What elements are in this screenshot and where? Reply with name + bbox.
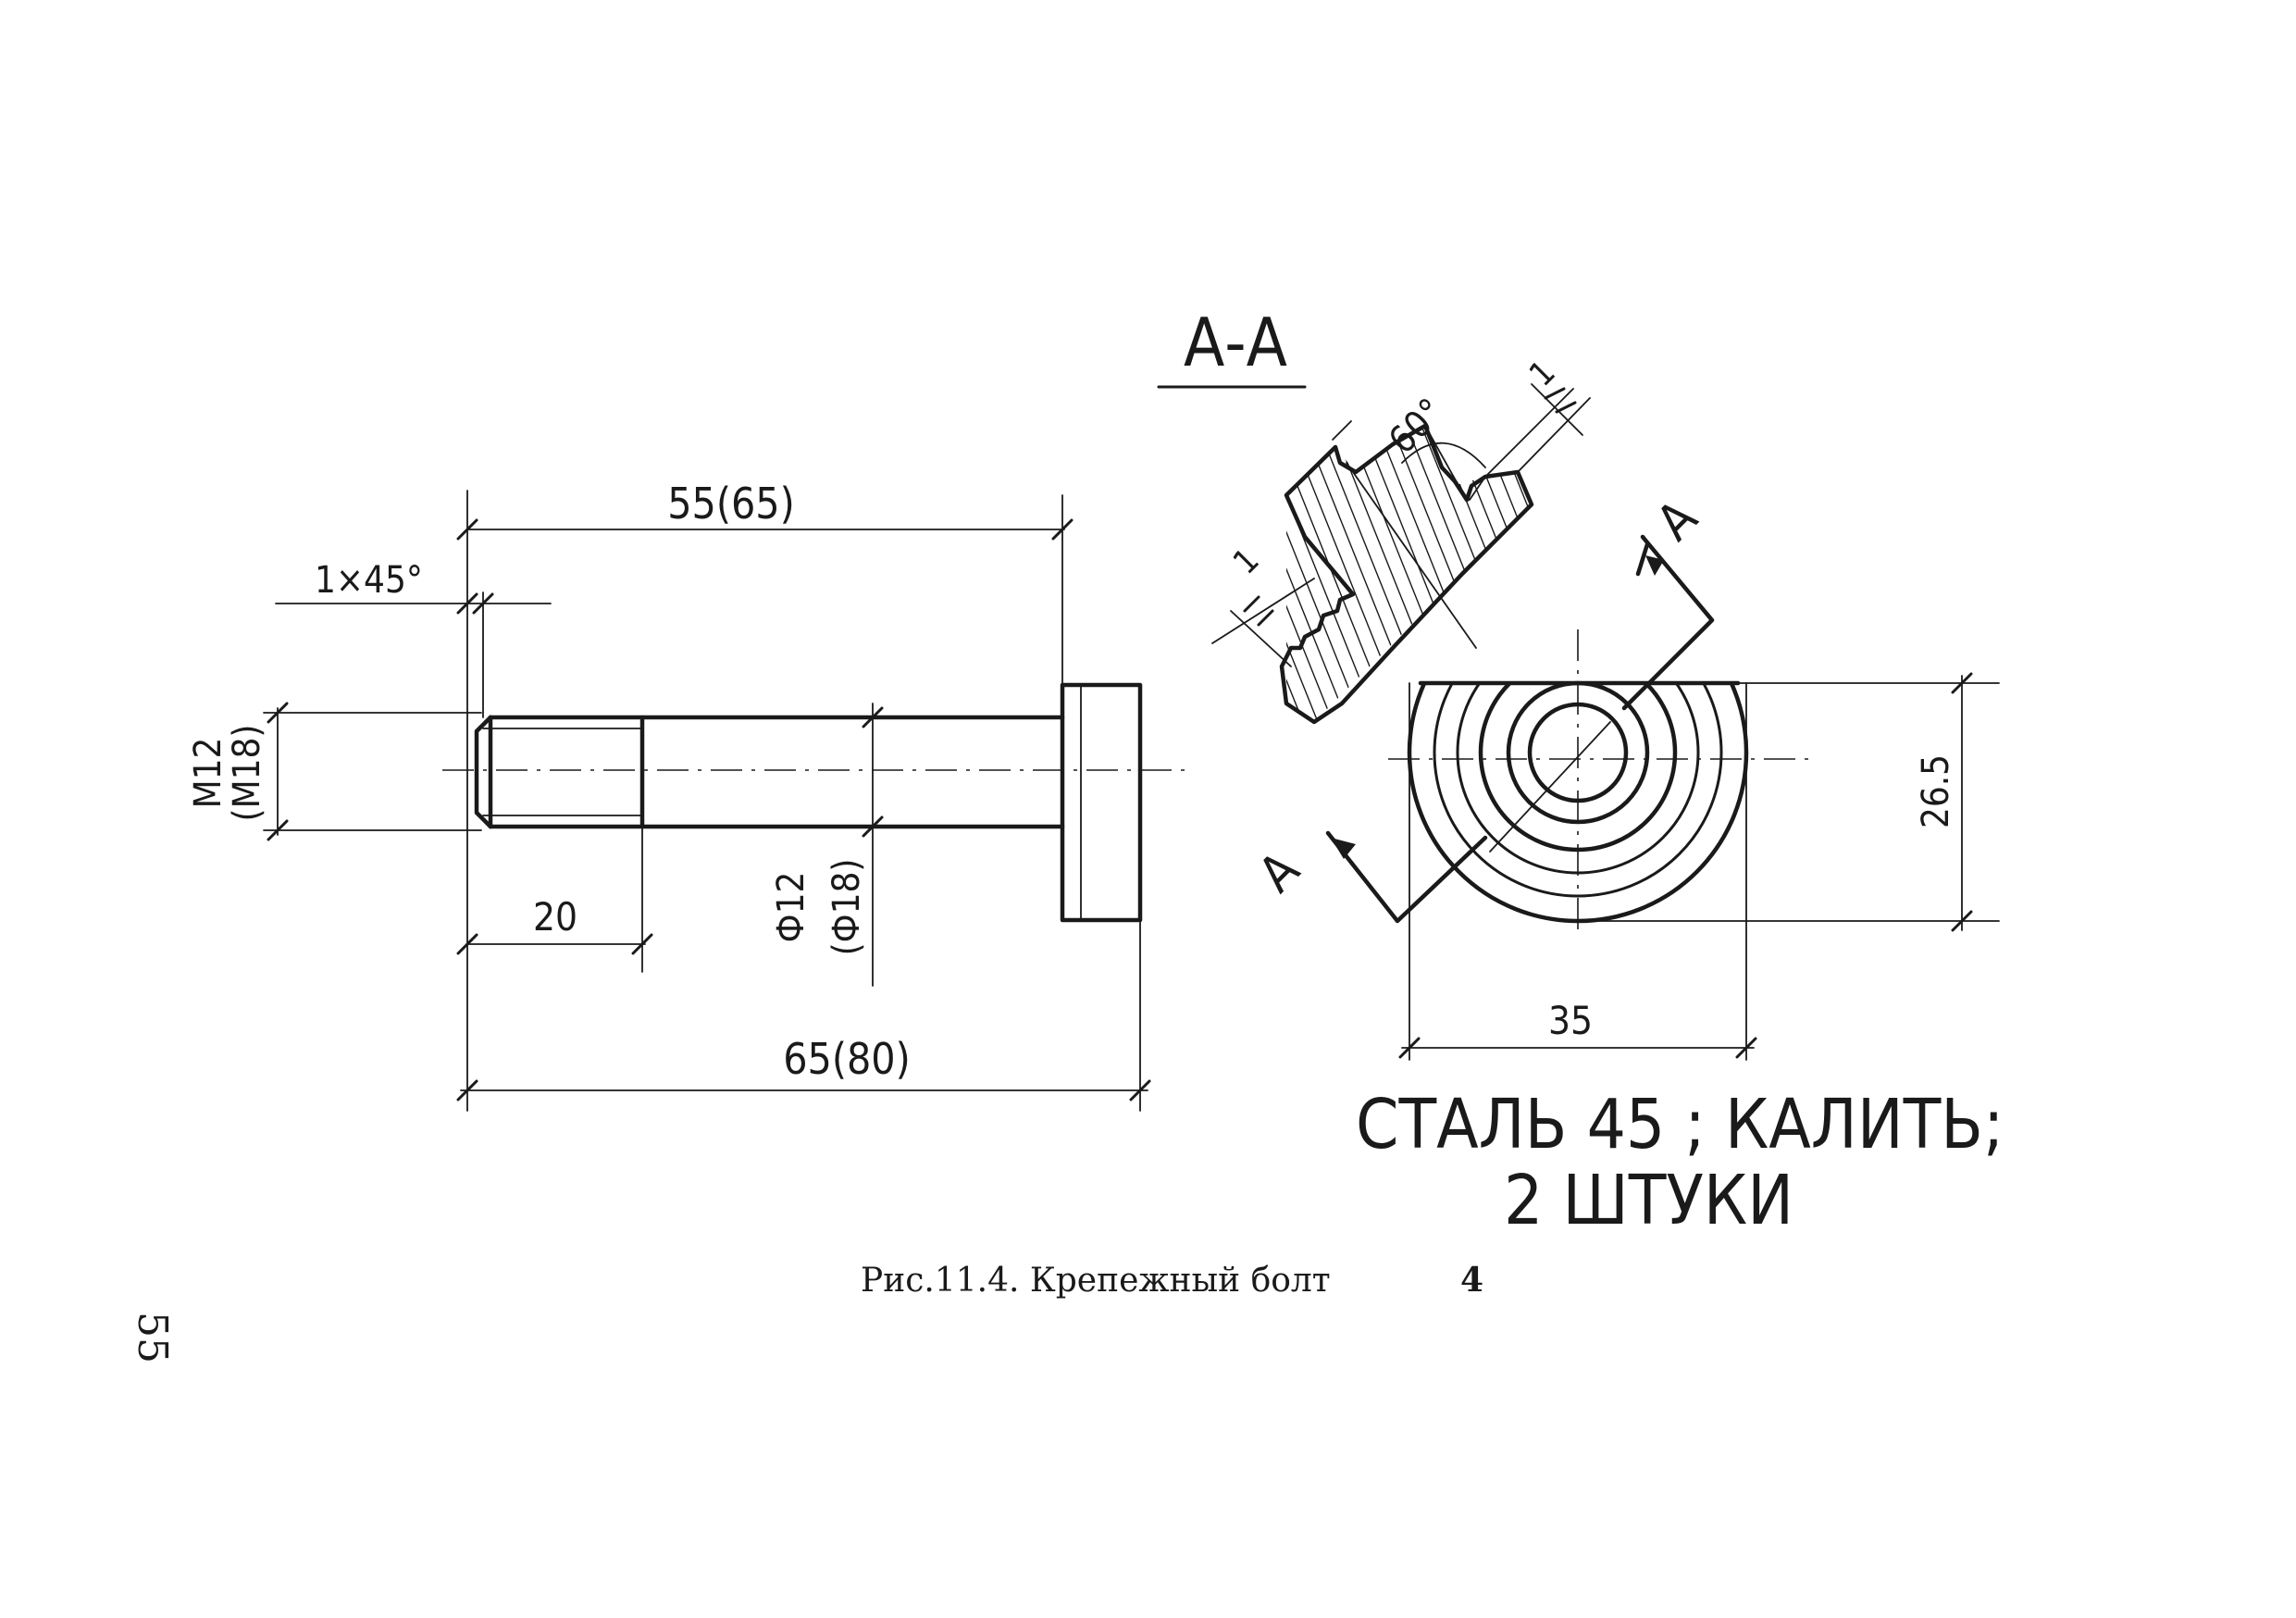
page-number: 55 [129,1312,176,1363]
hatch-line [1286,426,1408,722]
label-shank-diameter-alt: (Ф18) [825,859,868,956]
hatch-line [1022,389,1170,759]
dim-thread-size [263,702,482,841]
hatch-line [1286,426,1289,722]
hatching [888,389,1777,759]
hatch-line [1540,389,1688,759]
hatch-line [1286,426,1393,722]
hatch-line [1570,389,1718,759]
hatch-line [1286,426,1363,722]
label-26-5: 26.5 [1915,754,1957,828]
hatch-line [1286,426,1304,722]
label-35: 35 [1548,998,1593,1043]
label-groove-angle: 60° [1381,391,1453,463]
dim-35 [1398,1037,1757,1059]
label-chamfer: 1×45° [315,559,423,602]
hatch-line [1286,426,1334,722]
figure-number: 4 [1460,1261,1483,1300]
hatch-line [1036,389,1185,759]
hatch-line [1081,389,1229,759]
hatch-line [1096,389,1244,759]
hatch-line [1524,426,1532,722]
figure-caption: Рис.11.4. Крепежный болт [861,1262,1331,1300]
head-end-view [1388,629,1809,1061]
label-groove-depth-top: 1 [1522,354,1563,394]
hatch-line [903,389,1051,759]
label-shank-diameter: Ф12 [770,872,813,943]
label-groove-depth-side: 1 [1226,541,1267,582]
label-65-80: 65(80) [783,1034,911,1084]
label-thread-length: 20 [533,894,577,940]
hatch-line [1435,426,1532,722]
dim-chamfer [275,591,552,718]
hatch-line [888,389,1036,759]
bolt-side-view [442,682,1189,923]
material-note-line2: 2 ШТУКИ [1504,1161,1793,1240]
hatch-line [992,389,1140,759]
section-title: А-А [1184,304,1287,381]
dim-shank-diameter [862,703,884,987]
dim-thread-length [456,826,653,973]
dim-26-5 [1577,672,2000,932]
hatch-line [962,389,1111,759]
cut-plane-marker [1325,534,1715,924]
label-55-65: 55(65) [667,479,795,529]
label-cut-bottom: А [1247,840,1310,903]
hatch-line [1629,389,1777,759]
section-detail [888,383,1777,759]
hatch-line [1286,426,1348,722]
hatch-line [1480,426,1532,722]
hatch-line [977,389,1125,759]
hatch-line [918,389,1066,759]
hatch-line [933,389,1081,759]
hatch-line [948,389,1096,759]
hatch-line [1584,389,1732,759]
label-cut-top: А [1645,489,1708,552]
label-thread-size: M12 [187,738,230,809]
material-note-line1: СТАЛЬ 45 ; КАЛИТЬ; [1356,1085,2004,1164]
dim-65-80 [456,919,1151,1112]
hatch-line [1286,426,1319,722]
dim-55-65 [456,490,1074,1112]
hatch-line [1465,426,1532,722]
hatch-line [1111,389,1259,759]
label-thread-size-alt: (M18) [226,725,268,822]
hatch-line [1051,389,1199,759]
